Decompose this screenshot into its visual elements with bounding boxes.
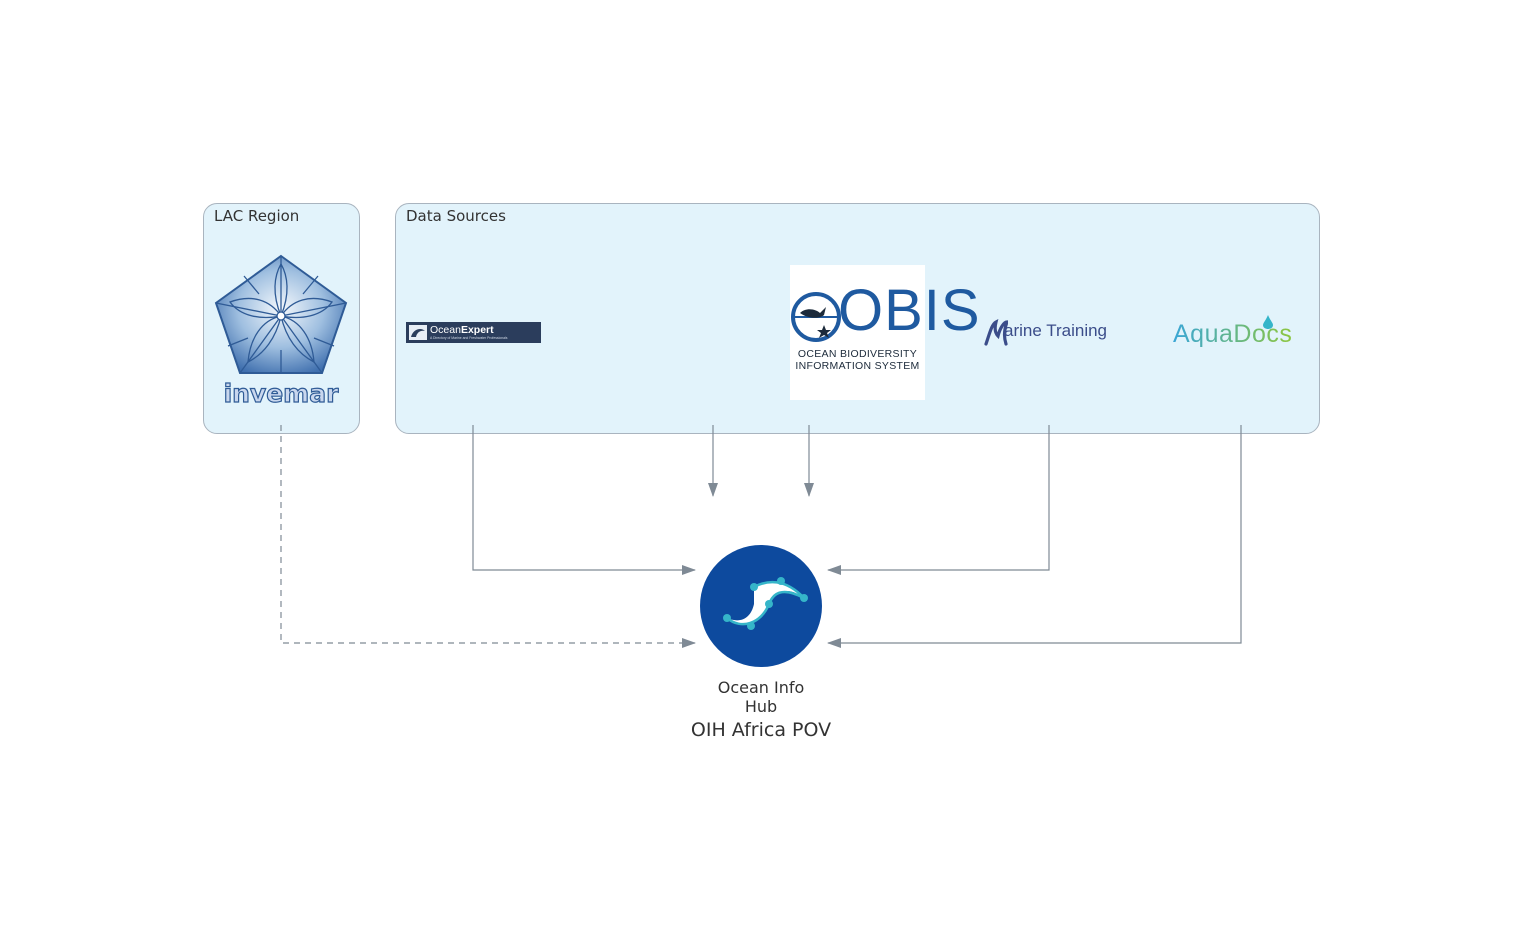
edge-invemar-to-hub — [280, 425, 696, 648]
hub-caption: OIH Africa POV — [690, 719, 832, 741]
edge-aquadocs-to-hub — [827, 425, 1242, 648]
marine-training-m-icon — [984, 319, 1008, 346]
oceanexpert-tagline: A Directory of Marine and Freshwater Pro… — [430, 336, 508, 340]
oceanexpert-name: Ocean — [430, 324, 461, 336]
hub-name-line1: Ocean Info — [717, 678, 805, 697]
ocean-info-hub-logo — [700, 545, 822, 667]
obis-globe-icon — [791, 292, 841, 342]
invemar-logo: invemar — [214, 254, 348, 408]
marine-training-logo: arine Training — [984, 316, 1124, 348]
edge-oceanexpert-to-hub — [472, 425, 696, 575]
aquadocs-drop-icon — [1263, 315, 1273, 329]
obis-subtitle-line2: INFORMATION SYSTEM — [795, 360, 920, 372]
hub-name: Ocean Info Hub — [661, 678, 861, 716]
obis-logo: OBIS OCEAN BIODIVERSITY INFORMATION SYST… — [790, 265, 980, 400]
oceanexpert-wave-icon — [409, 325, 427, 340]
lac-region-label: LAC Region — [214, 207, 300, 225]
hub-name-line2: Hub — [744, 697, 778, 716]
oceanexpert-name-bold: Expert — [460, 324, 494, 336]
marine-training-wordmark: arine Training — [1004, 321, 1108, 340]
obis-title: OBIS — [838, 278, 981, 343]
oceanexpert-logo: OceanExpert A Directory of Marine and Fr… — [406, 322, 541, 343]
aquadocs-logo: AquaDocs — [1173, 314, 1313, 352]
obis-subtitle-line1: OCEAN BIODIVERSITY — [797, 348, 918, 360]
edge-marinetraining-to-hub — [827, 425, 1050, 575]
invemar-wordmark: invemar — [224, 379, 340, 408]
aquadocs-wordmark: AquaDocs — [1173, 320, 1293, 348]
data-sources-label: Data Sources — [406, 207, 506, 225]
